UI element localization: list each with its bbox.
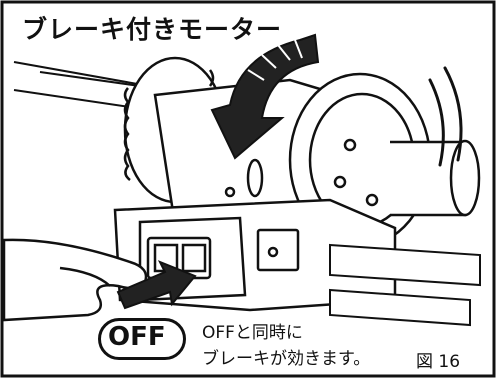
output-shaft — [390, 139, 481, 217]
note-line-1: OFFと同時に — [202, 323, 303, 343]
off-button-callout — [98, 318, 186, 360]
rotation-arrow — [210, 33, 320, 160]
guide-rails — [329, 243, 481, 327]
note-line-2: ブレーキが効きます。 — [202, 349, 371, 369]
figure-label: 図 16 — [416, 352, 461, 372]
pointing-arrow — [116, 260, 197, 310]
off-button-label: OFF — [108, 322, 166, 352]
diagram-title: ブレーキ付きモーター — [22, 15, 283, 44]
vibration-lines — [428, 66, 463, 167]
